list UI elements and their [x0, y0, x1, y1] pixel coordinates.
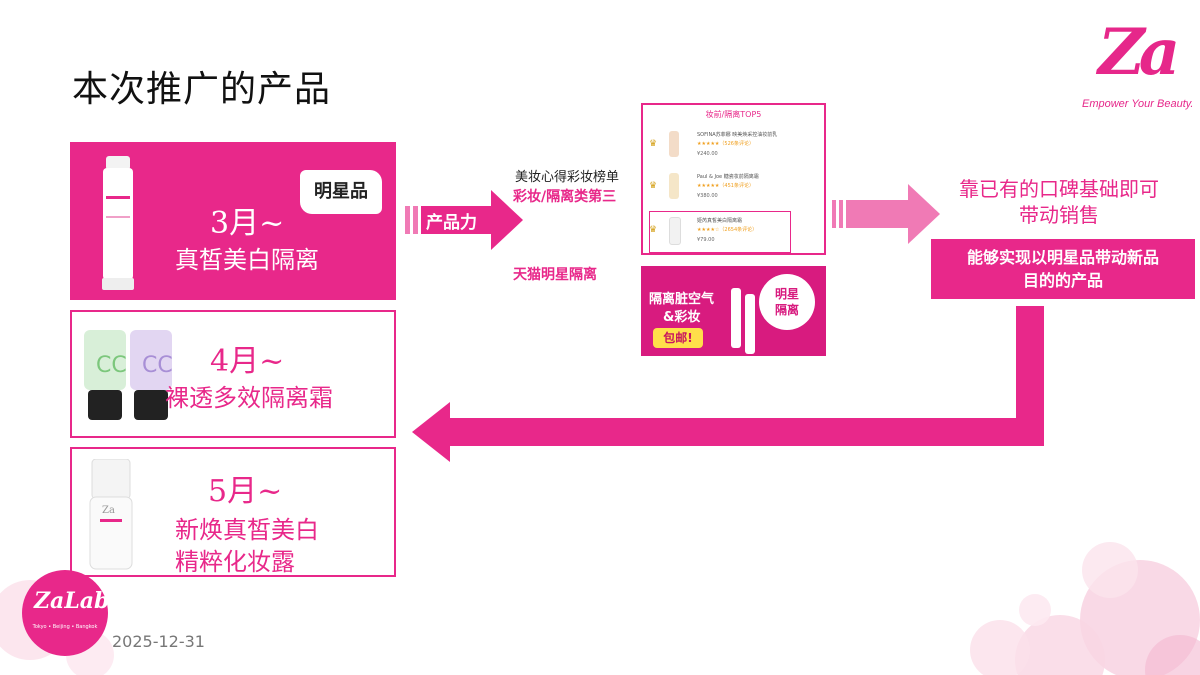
product-power-label: 产品力	[426, 213, 477, 233]
conclusion-box: 能够实现以明星品带动新品 目的的产品	[931, 239, 1195, 299]
ranking-header: 妆前/隔离TOP5	[705, 110, 762, 119]
product-bottle-image: Za	[89, 459, 133, 570]
svg-text:CC: CC	[96, 353, 127, 378]
ranking-item-price: ¥240.00	[697, 151, 718, 157]
tmall-caption: 天猫明星隔离	[513, 267, 597, 283]
product-card-march	[70, 142, 396, 300]
crown-icon: ♛	[649, 225, 658, 235]
ranking-item-name: Paul & Joe 糖瓷妆前隔离霜	[697, 174, 759, 180]
ranking-item-price: ¥79.00	[697, 237, 715, 243]
ranking-row: ♛ 姬芮真皙美白隔离霜 ★★★★☆（2654条评论） ¥79.00	[649, 213, 821, 249]
arrow-right-icon	[832, 184, 940, 244]
product-thumb	[669, 131, 679, 157]
product-month: 5月~	[208, 474, 283, 509]
free-shipping-badge: 包邮!	[653, 328, 703, 348]
product-tube-icon	[745, 294, 755, 354]
word-of-mouth-text: 靠已有的口碑基础即可 带动销售	[944, 176, 1174, 228]
svg-text:Za: Za	[102, 505, 115, 516]
ranking-item-price: ¥380.00	[697, 193, 718, 199]
page-title: 本次推广的产品	[72, 69, 332, 110]
word-of-mouth-line2: 带动销售	[1019, 203, 1099, 227]
star-isolation-badge: 明星 隔离	[759, 274, 815, 330]
banner-line1: 隔离脏空气	[649, 292, 715, 307]
ranking-item-stars: ★★★★★（451条评论）	[697, 182, 754, 189]
ranking-item-reviews: （2654条评论）	[719, 227, 758, 233]
ranking-item-reviews: （526条评论）	[719, 141, 754, 147]
decorative-bubbles	[970, 542, 1200, 675]
banner-line2: &彩妆	[663, 310, 701, 325]
banner-circle-line1: 明星	[774, 287, 799, 301]
star-product-badge: 明星品	[300, 170, 382, 214]
ranking-item-stars: ★★★★★（526条评论）	[697, 140, 754, 147]
conclusion-text: 能够实现以明星品带动新品 目的的产品	[931, 246, 1195, 292]
ranking-screenshot: 妆前/隔离TOP5 ♛ SOFINA苏菲娜 映美焕采控油妆前乳 ★★★★★（52…	[641, 103, 826, 255]
product-tube-image	[102, 156, 134, 290]
ranking-item-star-glyphs: ★★★★☆	[697, 227, 720, 233]
conclusion-line2: 目的的产品	[1022, 271, 1103, 290]
product-name: 裸透多效隔离霜	[165, 384, 333, 412]
slide-date: 2025-12-31	[112, 632, 205, 651]
product-cc-tubes-image: CC CC	[84, 330, 173, 420]
ranking-item-stars: ★★★★☆（2654条评论）	[697, 226, 757, 233]
brand-logo-mark: Za	[1098, 15, 1180, 90]
conclusion-line1: 能够实现以明星品带动新品	[966, 248, 1159, 267]
product-name-line2: 精粹化妆露	[175, 548, 295, 576]
ranking-item-star-glyphs: ★★★★★	[697, 183, 720, 189]
product-thumb	[669, 217, 681, 245]
banner-circle-line2: 隔离	[774, 303, 799, 317]
arrow-return-icon	[412, 306, 1044, 462]
tmall-banner: 隔离脏空气 &彩妆 包邮! 明星 隔离	[641, 266, 826, 356]
crown-icon: ♛	[649, 181, 658, 191]
za-lab-logo-sub: Tokyo • Beijing • Bangkok	[32, 624, 98, 630]
ranking-caption: 美妆心得彩妆榜单	[515, 170, 620, 185]
product-tube-icon	[731, 288, 741, 348]
ranking-row: ♛ Paul & Joe 糖瓷妆前隔离霜 ★★★★★（451条评论） ¥380.…	[649, 169, 821, 205]
brand-tagline: Empower Your Beauty.	[1082, 98, 1194, 110]
product-name-line1: 新焕真皙美白	[175, 516, 319, 544]
ranking-row: ♛ SOFINA苏菲娜 映美焕采控油妆前乳 ★★★★★（526条评论） ¥240…	[649, 127, 821, 163]
ranking-result: 彩妆/隔离类第三	[513, 189, 617, 205]
product-month: 3月~	[210, 206, 285, 241]
word-of-mouth-line1: 靠已有的口碑基础即可	[959, 177, 1159, 201]
crown-icon: ♛	[649, 139, 658, 149]
product-month: 4月~	[210, 344, 285, 379]
product-card-may: Za	[70, 447, 396, 577]
product-thumb	[669, 173, 679, 199]
product-card-april: CC CC	[70, 310, 396, 438]
product-name: 真皙美白隔离	[175, 246, 319, 274]
za-lab-logo: ZaLab Tokyo • Beijing • Bangkok	[22, 570, 110, 656]
ranking-item-star-glyphs: ★★★★★	[697, 141, 720, 147]
arrow-right-icon	[405, 190, 523, 250]
brand-logo: Za Empower Your Beauty.	[1082, 15, 1194, 111]
ranking-item-reviews: （451条评论）	[719, 183, 754, 189]
ranking-item-name: SOFINA苏菲娜 映美焕采控油妆前乳	[697, 132, 778, 138]
za-lab-logo-text: ZaLab	[34, 588, 110, 614]
svg-text:CC: CC	[142, 353, 173, 378]
ranking-highlight	[649, 211, 791, 253]
ranking-item-name: 姬芮真皙美白隔离霜	[697, 218, 743, 224]
